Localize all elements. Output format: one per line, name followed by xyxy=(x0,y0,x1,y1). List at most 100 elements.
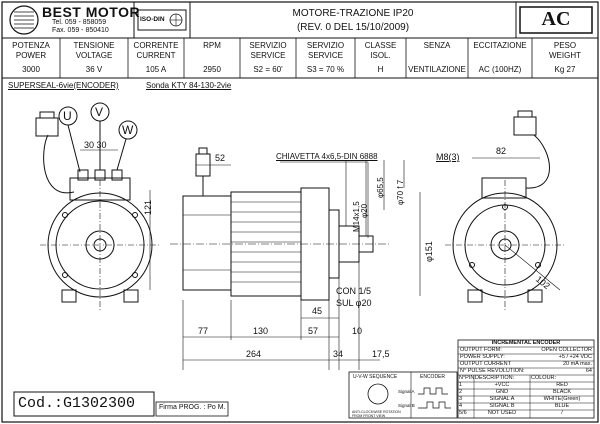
spec-value: 2950 xyxy=(203,65,221,74)
encoder-pin-cell: 5/6 xyxy=(459,410,467,416)
encoder-spec-value: 20 mA max. xyxy=(562,361,592,367)
superseal-label: SUPERSEAL-6vie(ENCODER) xyxy=(8,81,119,90)
spec-header-line: POWER xyxy=(15,51,47,60)
spec-header-line: SERVICE xyxy=(250,51,286,60)
dim-57: 57 xyxy=(308,326,319,336)
con-label: CON 1/5 xyxy=(336,286,372,296)
dim-17-5: 17,5 xyxy=(372,349,390,359)
encoder-title: INCREMENTAL ENCODER xyxy=(491,340,561,346)
drawing-revision: (REV. 0 DEL 15/10/2009) xyxy=(296,22,410,33)
spec-header-line: CLASSE xyxy=(364,41,397,50)
dim-10: 10 xyxy=(352,326,363,336)
encoder-pin-cell: 1 xyxy=(459,382,463,388)
sul-label: SUL φ20 xyxy=(336,298,372,308)
dim-77: 77 xyxy=(198,326,209,336)
encoder-spec-label: POWER SUPPLY: xyxy=(460,354,505,360)
dim-30-30: 30 30 xyxy=(84,140,107,150)
spec-header-line: POTENZA xyxy=(12,41,50,50)
encoder-pin-header: DESCRIPTION: xyxy=(475,375,515,381)
d655-label: φ65,5 xyxy=(376,177,385,198)
encoder-pin-cell: RED xyxy=(556,382,568,388)
encoder-pin-cell: 2 xyxy=(459,389,463,395)
spec-header-line: ECCITAZIONE xyxy=(473,41,527,50)
rotation-note: ANTI-CLOCKWISE ROTATION FROM FRONT VIEW xyxy=(352,410,401,418)
sequence-title: U-V-W SEQUENCE xyxy=(353,374,398,380)
encoder-seq-title: ENCODER xyxy=(420,374,446,380)
encoder-pin-header: N°PIN xyxy=(459,375,475,381)
signal-b-label: Signal B xyxy=(398,403,415,408)
encoder-pin-cell: / xyxy=(561,410,563,416)
iso-badge-label: ISO-DIN xyxy=(140,16,165,23)
signal-a-label: Signal A xyxy=(398,389,415,394)
d151-label: φ151 xyxy=(424,241,434,262)
spec-value: 36 V xyxy=(85,65,103,74)
spec-header-line: SERVICE xyxy=(308,51,343,60)
encoder-pin-cell: +VCC xyxy=(494,382,510,388)
brand-tel: Tel. 059 - 858059 xyxy=(52,19,107,26)
spec-header-line: SERVIZIO xyxy=(249,41,287,50)
dim-264: 264 xyxy=(246,349,262,359)
d20-label: φ20 xyxy=(360,203,369,218)
spec-header-line: WEIGHT xyxy=(549,51,581,60)
encoder-spec-label: OUTPUT CURRENT xyxy=(460,361,511,367)
spec-value: 3000 xyxy=(22,65,40,74)
encoder-spec-label: N° PULSE REVOLUTION: xyxy=(460,368,525,374)
spec-header: RPM xyxy=(184,41,240,51)
dim-130: 130 xyxy=(253,326,269,336)
spec-header-line: ISOL. xyxy=(370,51,391,60)
spec-value: VENTILAZIONE xyxy=(408,65,466,74)
m8-label: M8(3) xyxy=(436,152,460,162)
spec-header-line: SENZA xyxy=(423,41,451,50)
encoder-spec-label: OUTPUT FORM: xyxy=(460,347,502,353)
sonda-label: Sonda KTY 84-130-2vie xyxy=(146,81,232,90)
part-code: Cod.:G1302300 xyxy=(18,395,136,412)
encoder-pin-cell: GND xyxy=(495,389,509,395)
spec-value: Kg 27 xyxy=(554,65,576,74)
brand-logo-text: BEST MOTOR xyxy=(42,4,141,20)
encoder-pin-cell: BLACK xyxy=(552,389,572,395)
spec-header-line: PESO xyxy=(553,41,577,50)
spec-header-line: RPM xyxy=(203,41,221,50)
dim-52: 52 xyxy=(215,153,226,163)
spec-header-line: TENSIONE xyxy=(73,41,115,50)
drawing-title: MOTORE-TRAZIONE IP20 xyxy=(292,8,414,19)
encoder-pin-cell: 3 xyxy=(459,396,463,402)
encoder-spec-value: +5 / +24 VDC xyxy=(558,354,592,360)
encoder-pin-cell: SIGNAL B xyxy=(489,403,515,409)
encoder-pin-header: COLOUR: xyxy=(531,375,557,381)
spec-header: SENZA xyxy=(406,41,468,51)
encoder-spec-value: OPEN COLLECTOR xyxy=(541,347,592,353)
spec-value: S2 = 60' xyxy=(253,65,283,74)
d70-label: φ70 f 7 xyxy=(396,179,405,205)
encoder-pin-cell: 4 xyxy=(459,403,463,409)
dim-121: 121 xyxy=(143,199,153,215)
spec-header-line: VOLTAGE xyxy=(75,51,113,60)
encoder-pin-cell: BLUE xyxy=(554,403,570,409)
chiavetta-label: CHIAVETTA 4x6,5-DIN 6888 xyxy=(276,152,378,161)
encoder-spec-value: 64 xyxy=(585,368,592,374)
spec-header-line: SERVIZIO xyxy=(306,41,345,50)
dim-34: 34 xyxy=(333,349,344,359)
spec-value: S3 = 70 % xyxy=(306,65,345,74)
phase-v-label: V xyxy=(95,105,104,119)
spec-value: AC (100HZ) xyxy=(478,65,522,74)
phase-w-label: W xyxy=(122,123,134,137)
firma-label: Firma PROG. : Po M. xyxy=(159,404,226,411)
phase-u-label: U xyxy=(63,109,72,123)
spec-value: 105 A xyxy=(145,65,167,74)
encoder-pin-cell: SIGNAL A xyxy=(489,396,515,402)
encoder-pin-cell: WHITE(Green) xyxy=(543,396,581,402)
type-badge: AC xyxy=(541,8,571,30)
dim-45: 45 xyxy=(312,306,323,316)
spec-header-line: CORRENTE xyxy=(133,41,179,50)
encoder-pin-cell: NOT USED xyxy=(487,410,517,416)
